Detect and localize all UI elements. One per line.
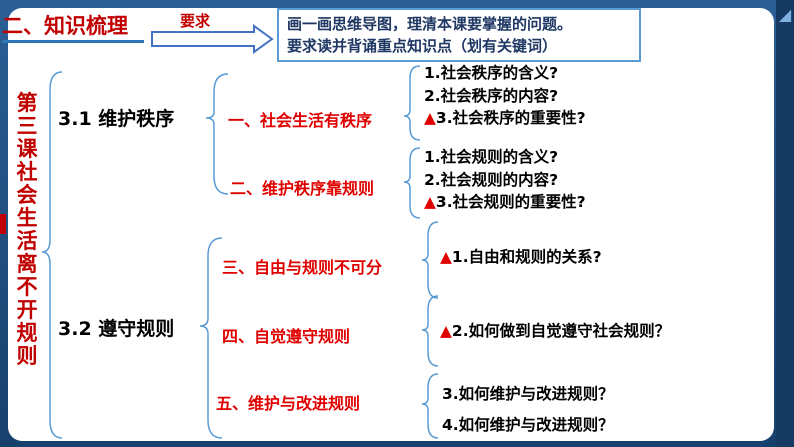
slide-panel bbox=[8, 8, 774, 441]
bracket-topic-4 bbox=[421, 295, 439, 367]
corner-decoration-icon: ◢ bbox=[778, 5, 792, 24]
topic-3-label: 三、自由与规则不可分 bbox=[222, 258, 383, 277]
title-underline bbox=[2, 40, 144, 43]
question-item: 4.如何维护与改进规则？ bbox=[442, 416, 614, 434]
bracket-section-1 bbox=[205, 73, 229, 195]
bracket-topic-2 bbox=[403, 147, 421, 219]
question-item: 1.社会规则的含义? bbox=[424, 148, 559, 166]
question-item: ▲3.社会规则的重要性? bbox=[424, 193, 586, 211]
question-item: 3.如何维护与改进规则？ bbox=[442, 385, 614, 403]
section-3-2-label: 3.2 遵守规则 bbox=[58, 318, 175, 340]
question-item: 2.社会规则的内容? bbox=[424, 171, 559, 189]
right-sidebar-bar bbox=[776, 0, 794, 447]
bracket-topic-3 bbox=[421, 221, 439, 299]
requirement-line-1: 画一画思维导图，理清本课要掌握的问题。 bbox=[287, 15, 573, 33]
lesson-title-vertical: 第三课社会生活离不开规则 bbox=[16, 91, 38, 368]
requirement-label: 要求 bbox=[180, 12, 211, 30]
bracket-topic-5 bbox=[421, 373, 439, 439]
topic-1-label: 一、社会生活有秩序 bbox=[228, 111, 373, 130]
question-item: ▲1.自由和规则的关系? bbox=[440, 248, 602, 266]
bracket-section-2 bbox=[199, 237, 223, 439]
requirement-arrow-icon bbox=[151, 24, 274, 54]
requirement-box: 画一画思维导图，理清本课要掌握的问题。 要求读并背诵重点知识点（划有关键词） bbox=[277, 8, 641, 62]
section-3-1-label: 3.1 维护秩序 bbox=[58, 108, 175, 130]
section-title: 二、知识梳理 bbox=[2, 14, 128, 38]
question-item: 2.社会秩序的内容? bbox=[424, 87, 559, 105]
topic-5-label: 五、维护与改进规则 bbox=[216, 394, 361, 413]
question-item: ▲3.社会秩序的重要性? bbox=[424, 109, 586, 127]
question-item: ▲2.如何做到自觉遵守社会规则？ bbox=[440, 322, 671, 340]
left-edge-marker bbox=[0, 214, 6, 234]
bracket-topic-1 bbox=[403, 65, 421, 141]
topic-2-label: 二、维护秩序靠规则 bbox=[230, 179, 375, 198]
requirement-line-2: 要求读并背诵重点知识点（划有关键词） bbox=[287, 37, 558, 55]
bracket-main bbox=[41, 71, 63, 439]
question-item: 1.社会秩序的含义? bbox=[424, 64, 559, 82]
topic-4-label: 四、自觉遵守规则 bbox=[222, 327, 351, 346]
